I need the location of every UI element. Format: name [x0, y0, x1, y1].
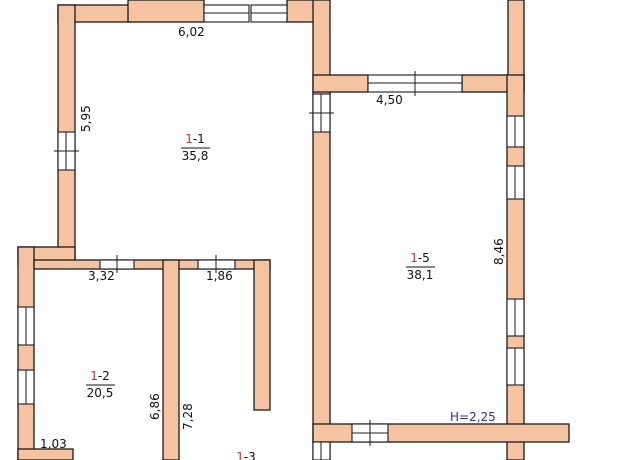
- room-label-1-1: 1-1 35,8: [181, 132, 210, 163]
- dimension-label: 6,02: [178, 25, 205, 39]
- wall-partition-1: [162, 259, 180, 460]
- svg-text:1-3: 1-3: [236, 450, 256, 460]
- window-right-2: [506, 165, 525, 200]
- room-number: 1: [197, 132, 205, 146]
- door-bottom-center: [312, 441, 331, 460]
- height-note: H=2,25: [450, 410, 496, 424]
- dimension-label: 6,86: [148, 393, 162, 420]
- dimension-label: 4,50: [376, 93, 403, 107]
- room-prefix: 1: [185, 132, 193, 146]
- dimension-label: 5,95: [79, 105, 93, 132]
- door-inner-1: [99, 255, 135, 273]
- room-number: 2: [102, 369, 110, 383]
- window-far-left-2: [17, 369, 35, 405]
- wall-bottom-left: [17, 448, 74, 460]
- door-bottom-right: [351, 420, 389, 446]
- dimension-label: 1,03: [40, 437, 67, 451]
- room-area: 38,1: [407, 268, 434, 282]
- room-area: 20,5: [87, 386, 114, 400]
- wall-bottom-right: [312, 423, 570, 443]
- svg-text:1-2: 1-2: [90, 369, 110, 383]
- room-number: 5: [422, 251, 430, 265]
- dimension-label: 1,86: [206, 269, 233, 283]
- dimension-label: 7,28: [181, 403, 195, 430]
- room-dash: -: [244, 450, 248, 460]
- door-inner-2: [197, 255, 236, 273]
- window-top-1: [203, 4, 250, 23]
- wall-top-segment: [127, 0, 205, 23]
- window-right-3: [506, 298, 525, 337]
- room-prefix: 1: [410, 251, 418, 265]
- window-right-1: [506, 115, 525, 148]
- window-right-room-top: [367, 71, 463, 96]
- wall-center-vertical: [312, 0, 331, 460]
- room-dash: -: [193, 132, 197, 146]
- room-area: 35,8: [182, 149, 209, 163]
- window-top-2: [250, 4, 288, 23]
- room-dash: -: [98, 369, 102, 383]
- dimension-label: 3,32: [88, 269, 115, 283]
- wall-top-right: [286, 0, 317, 23]
- svg-text:1-1: 1-1: [185, 132, 205, 146]
- wall-partition-2: [253, 259, 271, 411]
- openings: [17, 4, 525, 460]
- wall-far-left: [17, 246, 35, 460]
- room-label-1-3: 1-3: [236, 450, 256, 460]
- room-dash: -: [418, 251, 422, 265]
- door-center: [309, 93, 334, 133]
- dimension-labels: 6,02 5,95 4,50 8,46 3,32 1,86 6,86 7,28 …: [40, 25, 506, 451]
- window-far-left-1: [17, 306, 35, 346]
- room-prefix: 1: [90, 369, 98, 383]
- wall-right-room-top-left: [312, 74, 369, 93]
- room-label-1-5: 1-5 38,1: [406, 251, 435, 282]
- room-number: 3: [248, 450, 256, 460]
- room-prefix: 1: [236, 450, 244, 460]
- window-right-4: [506, 347, 525, 386]
- dimension-label: 8,46: [492, 238, 506, 265]
- room-label-1-2: 1-2 20,5: [86, 369, 115, 400]
- svg-text:1-5: 1-5: [410, 251, 430, 265]
- window-left: [54, 131, 79, 171]
